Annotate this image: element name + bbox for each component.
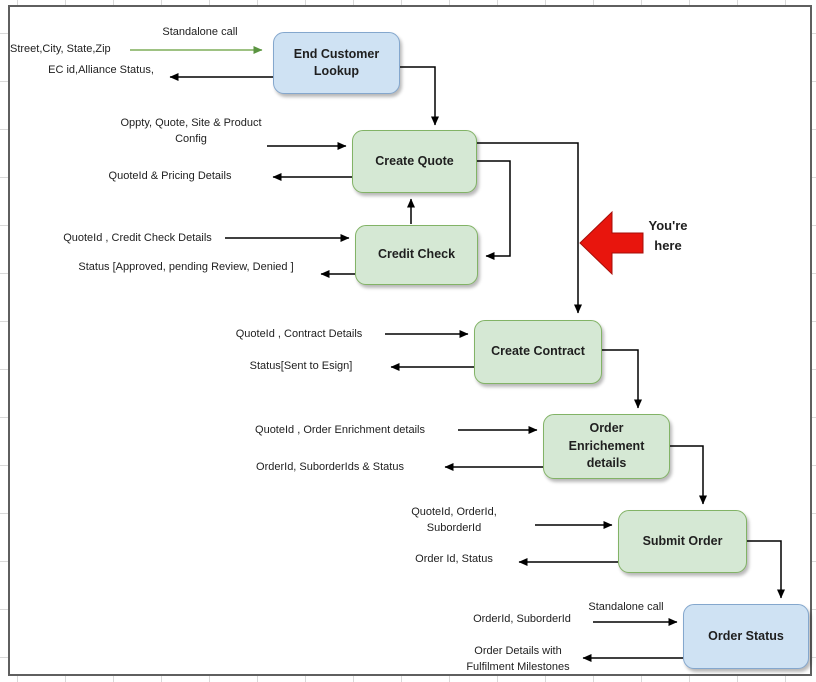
label-standalone-call-bottom: Standalone call: [588, 601, 664, 613]
label-quoteid-credit-check-details: QuoteId , Credit Check Details: [63, 232, 212, 244]
label-status-approved-pending-denied: Status [Approved, pending Review, Denied…: [78, 261, 294, 273]
label-quoteid-contract-details: QuoteId , Contract Details: [235, 328, 363, 340]
node-credit-check[interactable]: Credit Check: [355, 225, 478, 285]
arrow-quote-to-contract: [477, 142, 582, 314]
node-label: Order Enrichement details: [568, 421, 645, 471]
label-oppty-quote-site-product-config: Oppty, Quote, Site & Product Config: [120, 117, 262, 145]
arrow-enrichement-to-submit: [670, 445, 707, 505]
arrow-quote-to-credit-check: [477, 160, 511, 260]
label-orderid-suborderids-status: OrderId, SuborderIds & Status: [256, 461, 404, 473]
label-orderid-suborderid: OrderId, SuborderId: [473, 613, 571, 625]
node-end-customer-lookup[interactable]: End Customer Lookup: [273, 32, 400, 94]
node-label: End Customer Lookup: [293, 46, 380, 79]
label-youre-here: You're here: [648, 218, 688, 253]
node-label: Order Status: [708, 628, 784, 643]
label-quoteid-pricing-details: QuoteId & Pricing Details: [108, 170, 232, 182]
node-label: Submit Order: [642, 533, 723, 548]
label-standalone-call-top: Standalone call: [162, 26, 238, 38]
label-order-id-status: Order Id, Status: [415, 553, 493, 565]
node-create-quote[interactable]: Create Quote: [352, 130, 477, 193]
label-street-city-state-zip: Street,City, State,Zip: [10, 43, 111, 55]
arrow-lookup-to-create-quote: [400, 66, 439, 126]
node-create-contract[interactable]: Create Contract: [474, 320, 602, 384]
node-submit-order[interactable]: Submit Order: [618, 510, 747, 573]
label-ec-id-alliance-status: EC id,Alliance Status,: [48, 64, 154, 76]
label-order-details-fulfilment-milestones: Order Details with Fulfilment Milestones: [466, 645, 570, 673]
label-status-sent-to-esign: Status[Sent to Esign]: [249, 360, 353, 372]
node-label: Credit Check: [377, 247, 456, 262]
youre-here-arrow: [579, 210, 644, 276]
label-quoteid-orderid-suborderid: QuoteId, OrderId, SuborderId: [411, 506, 497, 534]
node-label: Create Contract: [491, 344, 585, 359]
arrow-submit-to-order-status: [747, 540, 785, 599]
node-order-enrichement-details[interactable]: Order Enrichement details: [543, 414, 670, 479]
label-quoteid-order-enrichment-details: QuoteId , Order Enrichment details: [255, 424, 425, 436]
node-order-status[interactable]: Order Status: [683, 604, 809, 669]
node-label: Create Quote: [375, 153, 454, 168]
arrow-contract-to-enrichement: [602, 349, 642, 409]
